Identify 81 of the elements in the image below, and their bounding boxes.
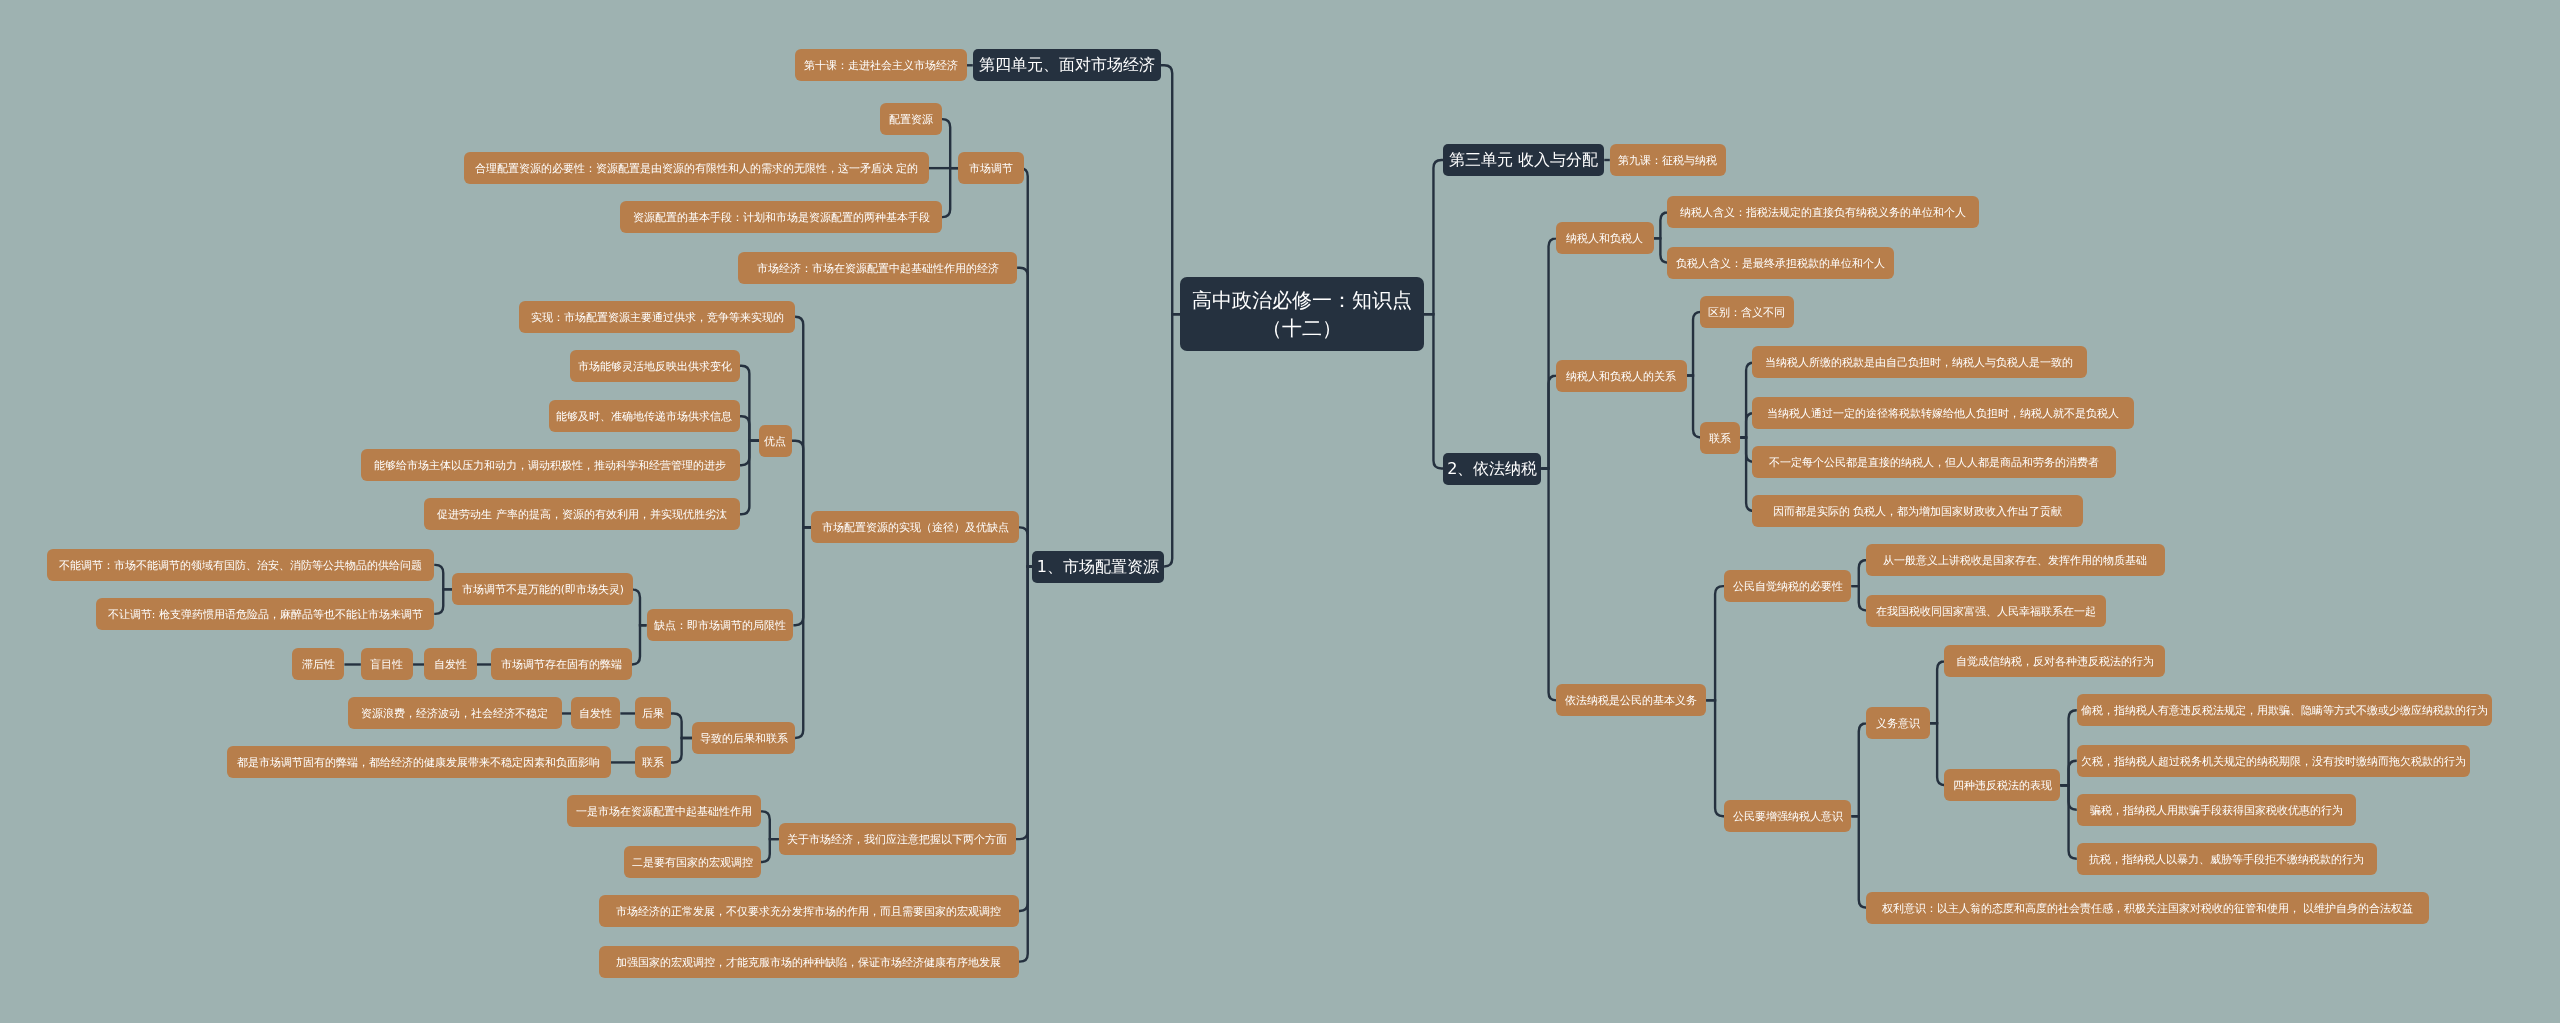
subtopic-box: 在我国税收同国家富强、人民幸福联系在一起 [1866,594,2107,627]
connector-line [610,761,636,764]
subtopic-box: 欠税，指纳税人超过税务机关规定的纳税期限，没有按时缴纳而拖欠税款的行为 [2076,744,2470,777]
subtopic-box: 市场经济：市场在资源配置中起基础性作用的经济 [737,251,1018,284]
subtopic-box: 促进劳动生 产率的提高，资源的有效利用，并实现优胜劣汰 [424,498,740,531]
subtopic-box: 自发性 [424,648,477,681]
subtopic-box: 公民自觉纳税的必要性 [1724,570,1852,603]
connector-line [620,712,636,715]
subtopic-box: 市场经济的正常发展，不仅要求充分发挥市场的作用，而且需要国家的宏观调控 [599,895,1019,927]
branch-topic-box: 第四单元、面对市场经济 [972,49,1161,82]
subtopic-box: 能够给市场主体以压力和动力，调动积极性，推动科学和经营管理的进步 [360,449,740,482]
subtopic-box: 滞后性 [292,648,345,681]
branch-topic-box: 2、依法纳税 [1443,452,1542,485]
subtopic-box: 后果 [635,697,671,730]
subtopic-box: 第十课：走进社会主义市场经济 [795,49,967,82]
subtopic-box: 权利意识：以主人翁的态度和高度的社会责任感，积极关注国家对税收的征管和使用， 以维护自身的合法权益 [1866,891,2430,924]
connector-line [344,663,361,666]
subtopic-box: 不一定每个公民都是直接的纳税人，但人人都是商品和劳务的消费者 [1751,446,2116,479]
subtopic-box: 都是市场调节固有的弊端，都给经济的健康发展带来不稳定因素和负面影响 [226,746,611,779]
subtopic-box: 负税人含义：是最终承担税款的单位和个人 [1666,246,1894,279]
subtopic-box: 因而都是实际的 负税人，都为增加国家财政收入作出了贡献 [1751,495,2084,527]
subtopic-box: 四种违反税法的表现 [1944,769,2061,802]
subtopic-box: 偷税，指纳税人有意违反税法规定，用欺骗、隐瞒等方式不缴或少缴应纳税款的行为 [2076,694,2492,727]
subtopic-box: 不能调节：市场不能调节的领域有国防、治安、消防等公共物品的供给问题 [47,548,435,581]
connector-line [794,526,812,740]
subtopic-box: 合理配置资源的必要性：资源配置是由资源的有限性和人的需求的无限性，这一矛盾决 定的 [463,152,929,185]
subtopic-box: 优点 [759,424,792,457]
connector-line [941,166,959,219]
subtopic-box: 市场能够灵活地反映出供求变化 [569,349,740,382]
subtopic-box: 骗税，指纳税人用欺骗手段获得国家税收优惠的行为 [2076,793,2356,826]
subtopic-box: 加强国家的宏观调控，才能克服市场的种种缺陷，保证市场经济健康有序地发展 [599,945,1019,978]
branch-topic-box: 1、市场配置资源 [1031,550,1165,583]
subtopic-box: 不让调节: 枪支弹药惯用语危险品，麻醉品等也不能让市场来调节 [96,597,435,630]
subtopic-box: 资源浪费，经济波动，社会经济不稳定 [347,697,562,730]
connector-line [1163,313,1181,568]
subtopic-box: 当纳税人所缴的税款是由自己负担时，纳税人与负税人是一致的 [1751,346,2087,379]
connector-line [630,624,647,666]
connector-line [434,588,453,616]
connector-line [1423,313,1444,470]
subtopic-box: 抗税，指纳税人以暴力、威胁等手段拒不缴纳税款的行为 [2076,842,2378,875]
connector-line [671,736,693,764]
subtopic-box: 二是要有国家的宏观调控 [623,846,761,879]
subtopic-box: 联系 [1699,421,1741,454]
connector-line [1706,699,1725,818]
subtopic-box: 义务意识 [1866,707,1930,740]
connector-line [2060,784,2078,860]
connector-line [476,663,492,666]
subtopic-box: 公民要增强纳税人意识 [1724,800,1852,833]
central-topic-box: 高中政治必修一：知识点（十二） [1180,277,1424,352]
subtopic-box: 资源配置的基本手段：计划和市场是资源配置的两种基本手段 [620,201,943,234]
subtopic-box: 从一般意义上讲税收是国家存在、发挥作用的物质基础 [1866,544,2165,576]
branch-topic-box: 第三单元 收入与分配 [1443,144,1605,176]
connector-line [1851,815,1868,909]
subtopic-box: 纳税人含义：指税法规定的直接负有纳税义务的单位和个人 [1666,196,1979,229]
subtopic-box: 自觉成信纳税，反对各种违反税法的行为 [1944,645,2165,678]
connector-line [1604,158,1610,162]
subtopic-box: 纳税人和负税人的关系 [1555,359,1687,392]
subtopic-box: 市场调节 [958,152,1024,185]
subtopic-box: 当纳税人通过一定的途径将税款转嫁给他人负担时，纳税人就不是负税人 [1751,397,2134,430]
connector-line [1851,584,1868,612]
subtopic-box: 能够及时、准确地传递市场供求信息 [548,400,740,433]
subtopic-box: 联系 [635,746,671,779]
connector-line [739,439,760,516]
subtopic-box: 依法纳税是公民的基本义务 [1555,684,1707,717]
subtopic-box: 第九课：征税与纳税 [1609,144,1726,176]
subtopic-box: 导致的后果和联系 [692,721,796,754]
subtopic-box: 市场配置资源的实现（途径）及优缺点 [811,511,1019,544]
subtopic-box: 关于市场经济，我们应注意把握以下两个方面 [778,823,1016,856]
connector-line [561,712,572,715]
subtopic-box: 自发性 [571,697,621,730]
subtopic-box: 区别：含义不同 [1699,295,1795,328]
connector-line [413,663,425,666]
subtopic-box: 配置资源 [880,103,943,136]
subtopic-box: 盲目性 [360,648,414,681]
subtopic-box: 市场调节存在固有的弊端 [491,648,632,681]
subtopic-box: 纳税人和负税人 [1555,222,1654,255]
subtopic-box: 市场调节不是万能的(即市场失灵) [452,573,634,606]
subtopic-box: 实现：市场配置资源主要通过供求，竞争等来实现的 [519,300,796,333]
subtopic-box: 缺点：即市场调节的局限性 [646,609,794,642]
subtopic-box: 一是市场在资源配置中起基础性作用 [566,795,761,828]
connector-line [760,837,779,864]
